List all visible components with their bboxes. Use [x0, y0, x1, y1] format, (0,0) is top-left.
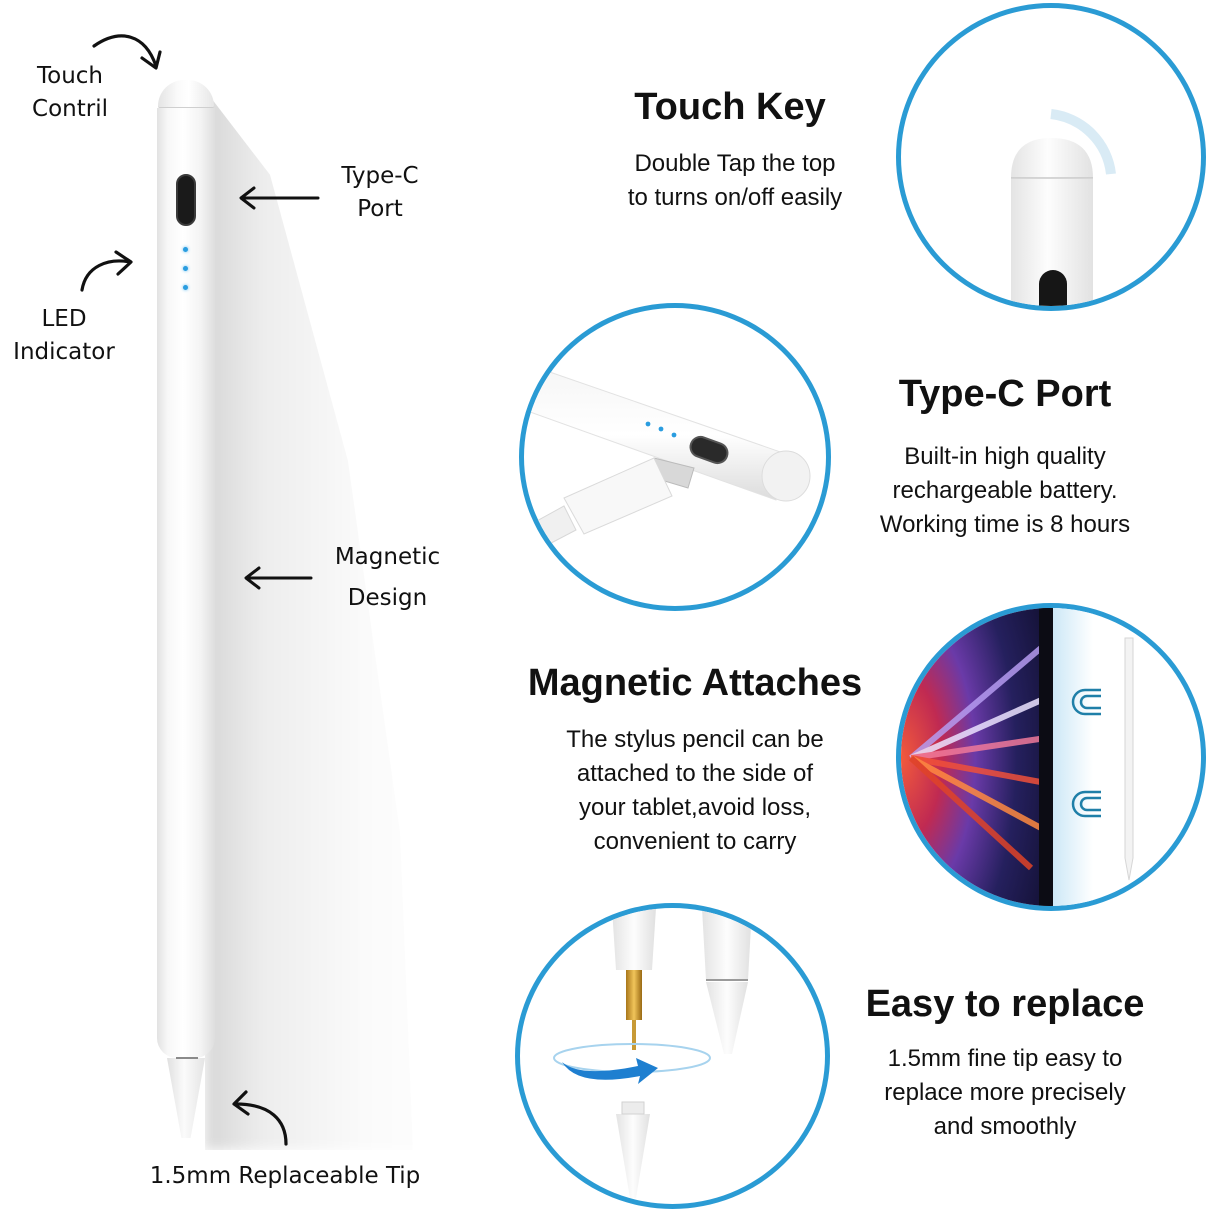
easy-replace-closeup-image: [515, 903, 830, 1209]
feature-desc-magnetic-attaches: The stylus pencil can be attached to the…: [566, 726, 824, 855]
led-dot: [183, 266, 188, 271]
feature-title-touch-key: Touch Key: [634, 86, 826, 128]
led-indicator-label: LED Indicator: [13, 306, 115, 365]
pen-usb-c-port: [176, 174, 196, 226]
feature-title-type-c-port: Type-C Port: [898, 373, 1112, 415]
replaceable-tip-label: 1.5mm Replaceable Tip: [149, 1163, 421, 1189]
left-arrow-icon: [239, 186, 320, 210]
touch-key-closeup-image: [896, 3, 1206, 311]
pen-cap-touch-illustration: [1011, 109, 1116, 306]
feature-desc-type-c-port: Built-in high quality rechargeable batte…: [879, 443, 1131, 538]
led-dot: [183, 247, 188, 252]
curved-arrow-icon: [80, 250, 133, 292]
pen-touch-cap: [158, 80, 214, 108]
magnet-icon: [1071, 688, 1101, 716]
curved-arrow-icon: [232, 1090, 288, 1146]
tip-replace-illustration: [553, 908, 752, 1198]
pen-tip: [167, 1058, 205, 1138]
curved-arrow-icon: [92, 34, 162, 70]
rotate-arrow-icon: [562, 1058, 658, 1084]
led-dot: [183, 285, 188, 290]
magnetic-attach-closeup-image: [896, 603, 1206, 911]
feature-title-easy-to-replace: Easy to replace: [865, 983, 1145, 1025]
usb-c-cable-illustration: [524, 369, 811, 553]
type-c-port-closeup-image: [519, 303, 831, 611]
type-c-port-label: Type-C Port: [341, 163, 419, 222]
feature-desc-easy-to-replace: 1.5mm fine tip easy to replace more prec…: [884, 1045, 1126, 1140]
magnetic-design-label: Magnetic Design: [334, 544, 441, 611]
pen-shadow: [205, 90, 413, 1150]
touch-control-label: Touch Contril: [32, 63, 108, 122]
tablet-magnet-illustration: [901, 608, 1134, 906]
left-arrow-icon: [244, 566, 313, 590]
pen-tip-ring: [176, 1057, 198, 1059]
feature-title-magnetic-attaches: Magnetic Attaches: [527, 662, 863, 704]
magnet-icon: [1071, 790, 1101, 818]
feature-desc-touch-key: Double Tap the top to turns on/off easil…: [627, 150, 843, 211]
